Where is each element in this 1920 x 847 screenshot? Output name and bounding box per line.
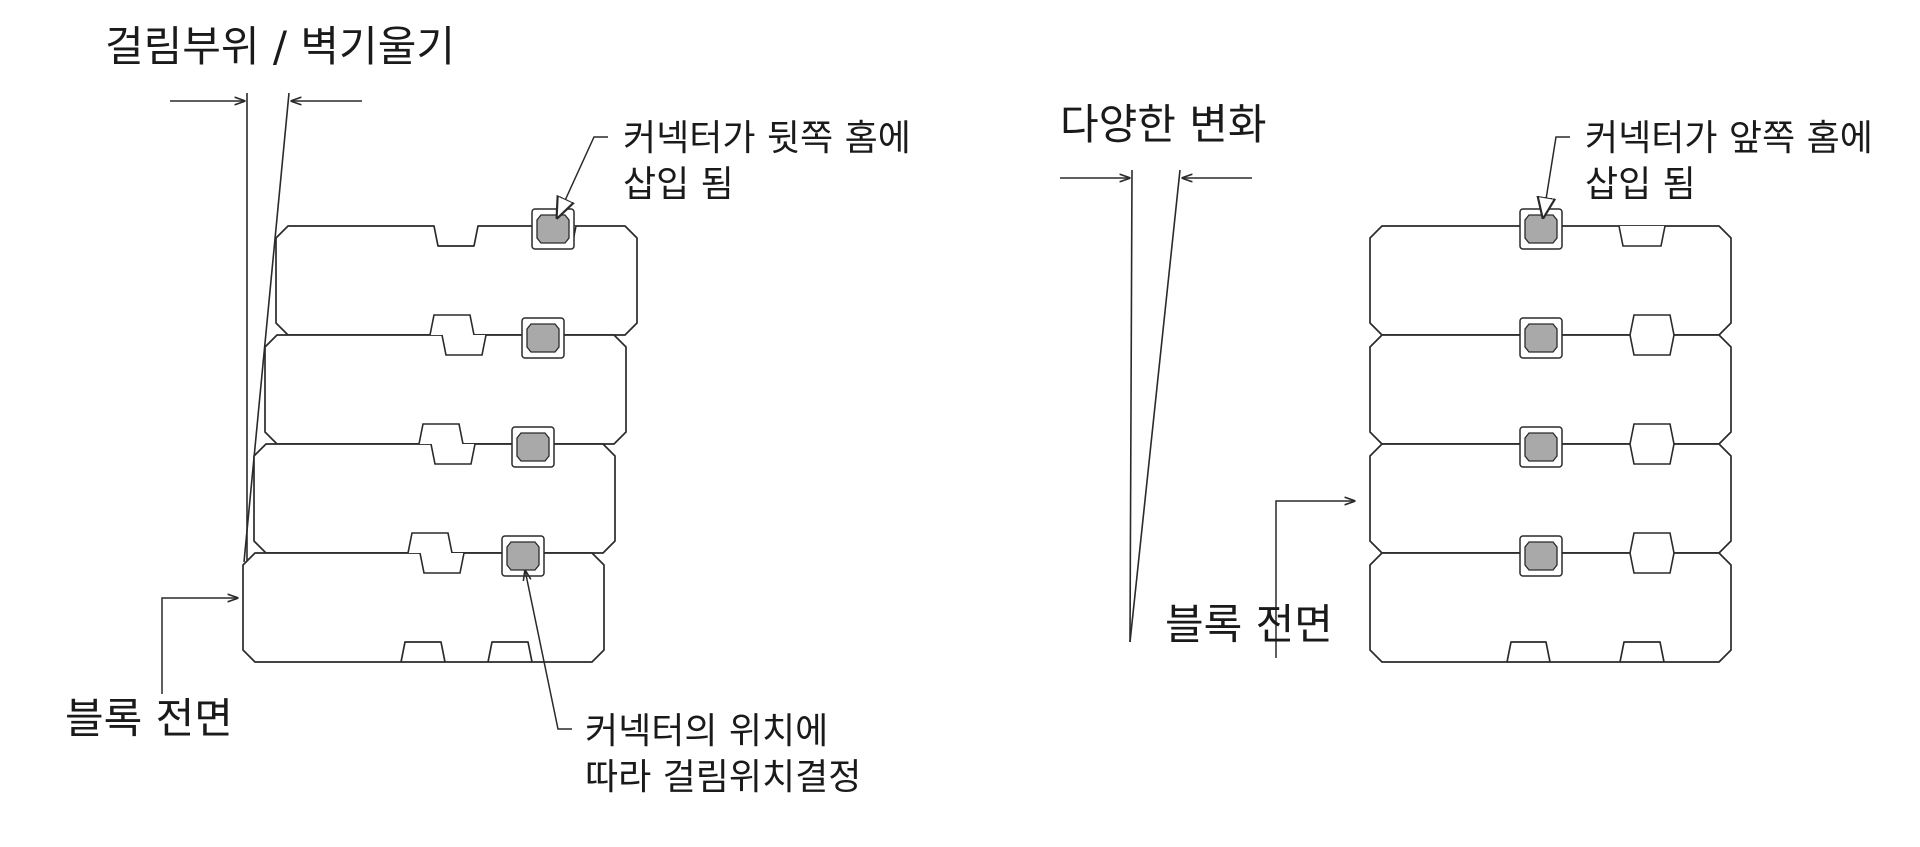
left-block-stack [242,208,638,663]
left-bottom-callout-leader [525,570,572,730]
left-block-2 [264,334,627,445]
right-connector-4 [1519,535,1563,577]
right-title: 다양한 변화 [1060,100,1267,149]
left-bottom-callout-line2: 따라 걸림위치결정 [585,757,862,799]
left-top-callout-line2: 삽입 됨 [623,164,734,206]
right-batter-line-b [1129,169,1181,643]
right-connector-2 [1519,317,1563,359]
right-joint-notch-1 [1629,314,1675,336]
right-block-4 [1369,552,1732,663]
left-block-4 [242,552,605,663]
left-top-callout-line1: 커넥터가 뒷쪽 홈에 [623,118,911,159]
left-block-3 [253,443,616,554]
right-top-callout-leader [1543,136,1570,218]
right-top-callout-line1: 커넥터가 앞쪽 홈에 [1585,118,1873,159]
left-bottom-callout: 커넥터의 위치에 따라 걸림위치결정 [585,709,861,801]
left-top-callout-leader [557,136,608,218]
left-connector-1 [531,208,575,250]
left-block-1 [275,225,638,336]
left-connector-3 [511,426,555,468]
left-joint-key-1 [441,334,487,356]
left-bottom-callout-line1: 커넥터의 위치에 [585,711,829,752]
right-panel [1060,136,1732,663]
left-connector-4 [501,535,545,577]
right-top-callout: 커넥터가 앞쪽 홈에 삽입 됨 [1585,116,1873,208]
left-joint-notch-3 [407,532,453,554]
right-joint-key-2 [1629,443,1675,465]
right-joint-key-1 [1629,334,1675,356]
right-top-notch [1618,225,1666,247]
right-top-callout-line2: 삽입 됨 [1585,164,1696,206]
left-joint-key-3 [419,552,465,574]
left-joint-notch-1 [429,314,475,336]
left-joint-notch-2 [418,423,464,445]
left-top-callout: 커넥터가 뒷쪽 홈에 삽입 됨 [623,116,911,208]
left-front-label-leader [161,598,238,694]
left-front-label: 블록 전면 [65,694,233,743]
left-panel [161,92,638,730]
right-joint-notch-2 [1629,423,1675,445]
left-batter-line [243,92,290,563]
right-block-stack [1369,208,1732,663]
right-front-label-leader [1275,501,1355,658]
right-connector-1 [1519,208,1563,250]
right-connector-3 [1519,426,1563,468]
right-front-label: 블록 전면 [1165,600,1333,649]
right-joint-key-3 [1629,552,1675,574]
left-connector-2 [521,317,565,359]
left-title: 걸림부위 / 벽기울기 [105,22,455,71]
left-joint-key-2 [430,443,476,465]
right-batter-line-a [1129,169,1133,643]
right-joint-notch-3 [1629,532,1675,554]
